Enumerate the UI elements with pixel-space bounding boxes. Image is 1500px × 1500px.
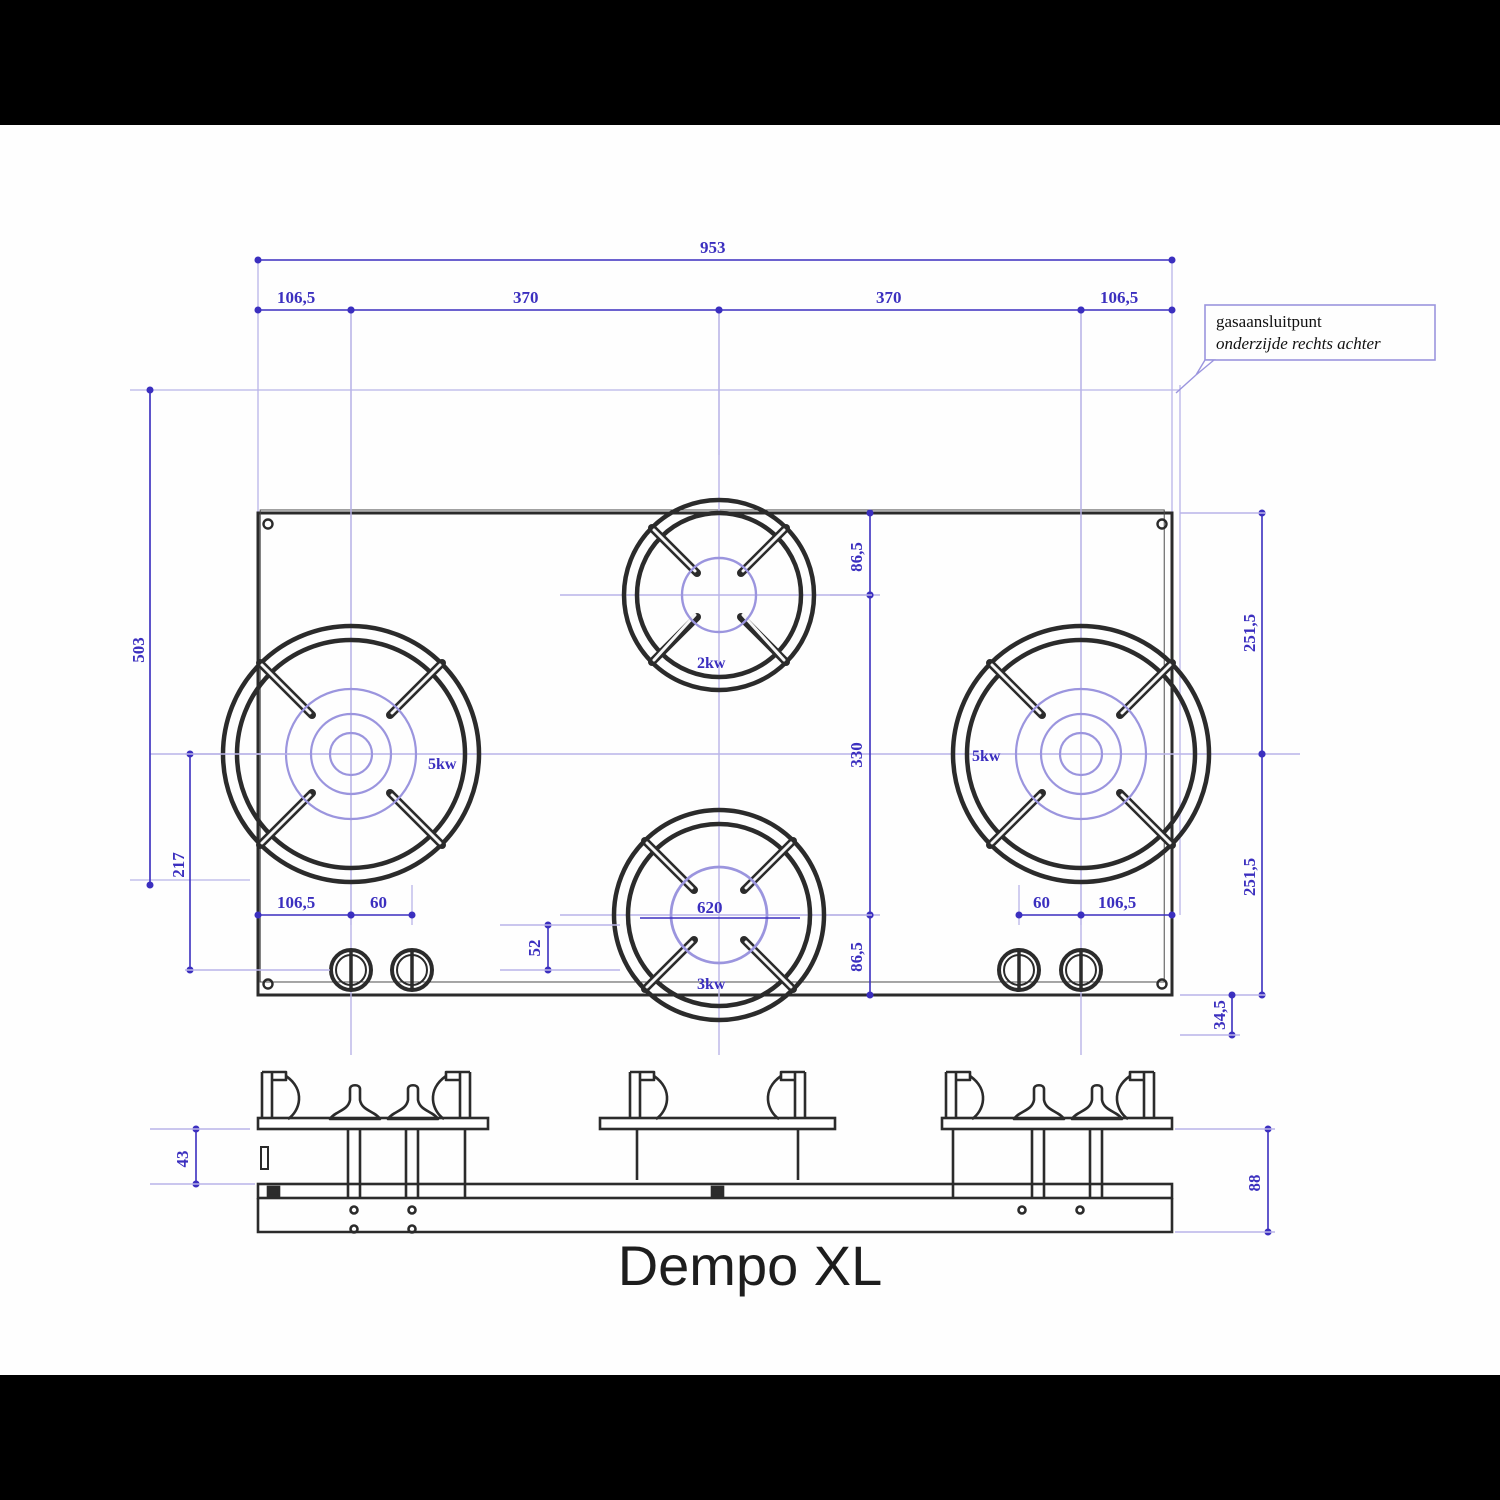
callout-line-2: onderzijde rechts achter [1216,334,1381,353]
dim-52-label: 52 [525,940,544,957]
elevation-module-centre [628,1070,807,1180]
control-knobs-left[interactable] [329,948,434,992]
gas-connection-callout: gasaansluitpunt onderzijde rechts achter [1175,304,1436,394]
dim-top-3: 370 [876,288,902,307]
dim-top-1: 106,5 [277,288,315,307]
burner-right-label: 5kw [972,748,1001,765]
centre-lines [150,310,1300,1055]
knob [329,948,373,992]
dim-bottom-right-2: 106,5 [1098,893,1136,912]
dim-217-label: 217 [169,852,188,878]
dim-345-label: 34,5 [1210,1000,1229,1030]
dim-345 [1180,991,1240,1039]
dim-bottom-left-2: 60 [370,893,387,912]
elevation-base-housing [256,1182,1174,1234]
dim-43 [150,1125,255,1188]
elevation-module-left [260,1070,472,1198]
dim-bottom-right-1: 60 [1033,893,1050,912]
dim-43-label: 43 [173,1151,192,1168]
dim-330: 330 [847,742,866,768]
dim-right-chain [1180,509,1266,999]
elevation-view [256,1070,1174,1234]
dim-620-label: 620 [697,898,723,917]
dim-bottom-left-1: 106,5 [277,893,315,912]
dim-2515-lower: 251,5 [1240,858,1259,896]
mounting-hole [1156,978,1168,990]
mounting-hole [1156,518,1168,530]
knob [390,948,434,992]
burner-right[interactable]: 5kw [950,623,1212,885]
burner-top-label: 2kw [697,655,726,672]
dim-88-label: 88 [1245,1175,1264,1192]
technical-drawing: 5kw 2kw [0,125,1500,1375]
dim-top-4: 106,5 [1100,288,1138,307]
knob [1059,948,1103,992]
dim-865-bottom: 86,5 [847,942,866,972]
callout-line-1: gasaansluitpunt [1216,312,1322,331]
mounting-hole [262,518,274,530]
page-title: Dempo XL [618,1234,883,1297]
dim-865-top: 86,5 [847,542,866,572]
burner-bottom-label: 3kw [697,976,726,993]
drawing-sheet: 5kw 2kw [0,125,1500,1375]
dim-88 [1175,1125,1275,1236]
dim-503-label: 503 [129,637,148,663]
control-knobs-right[interactable] [997,948,1103,992]
elevation-module-right [944,1070,1156,1198]
burner-bottom[interactable]: 3kw [611,807,827,1023]
dim-953-label: 953 [700,238,726,257]
dim-217 [185,750,330,974]
burner-top[interactable]: 2kw [621,497,817,693]
burner-left-label: 5kw [428,756,457,773]
dim-52 [500,921,620,974]
mounting-hole [262,978,274,990]
knob [997,948,1041,992]
dim-top-2: 370 [513,288,539,307]
dim-2515-upper: 251,5 [1240,614,1259,652]
dim-centre-chain [830,509,874,999]
